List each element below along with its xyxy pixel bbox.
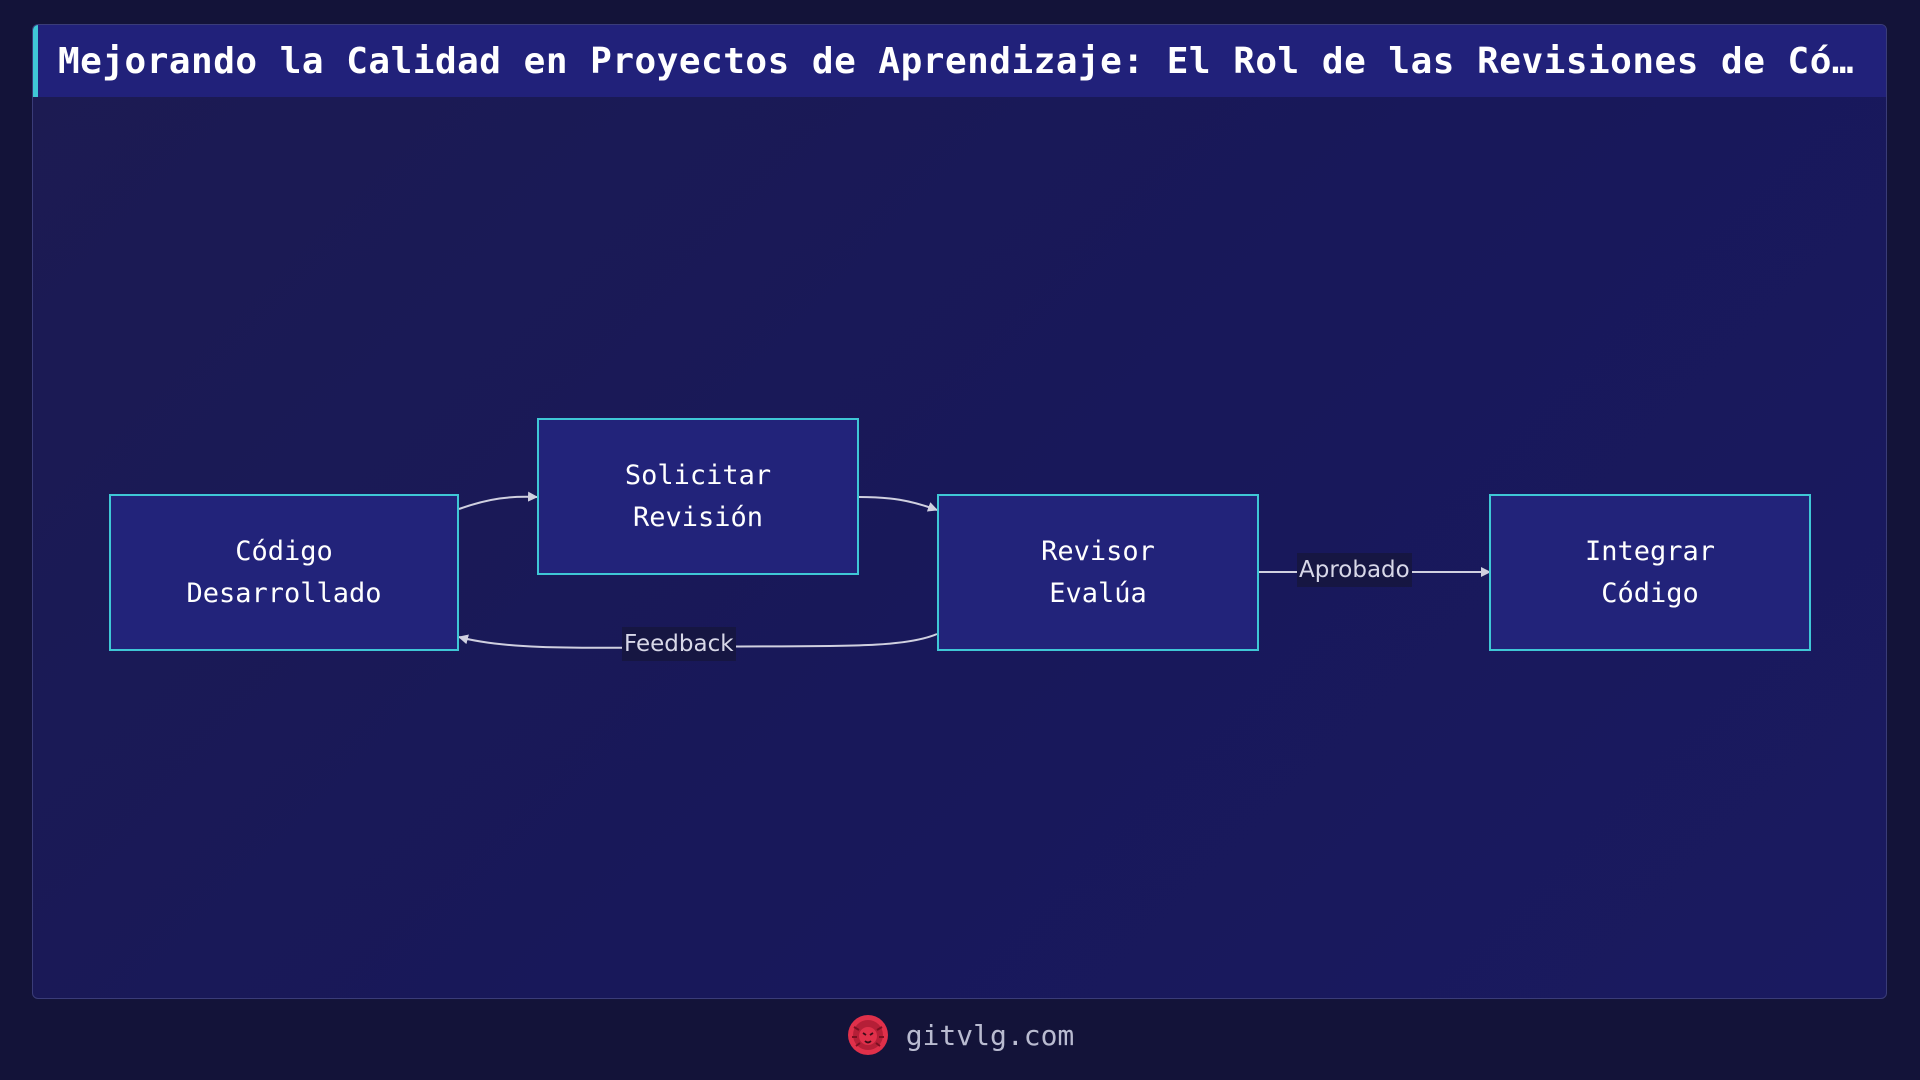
node-codigo-desarrollado: Código Desarrollado — [109, 494, 459, 651]
page-title: Mejorando la Calidad en Proyectos de Apr… — [58, 40, 1862, 82]
footer-site-text[interactable]: gitvlg.com — [905, 1018, 1075, 1052]
node-label: Código Desarrollado — [186, 535, 382, 609]
title-bar: Mejorando la Calidad en Proyectos de Apr… — [33, 25, 1886, 97]
footer: gitvlg.com — [0, 1010, 1920, 1060]
node-revisor-evalua: Revisor Evalúa — [937, 494, 1259, 651]
node-integrar-codigo: Integrar Código — [1489, 494, 1811, 651]
edge-label-aprobado: Aprobado — [1297, 553, 1412, 587]
node-label: Solicitar Revisión — [624, 459, 772, 533]
lion-logo-icon — [847, 1015, 888, 1055]
node-label: Revisor Evalúa — [1041, 535, 1155, 609]
node-solicitar-revision: Solicitar Revisión — [537, 418, 859, 575]
edge-label-feedback: Feedback — [622, 627, 736, 661]
node-label: Integrar Código — [1584, 535, 1716, 609]
